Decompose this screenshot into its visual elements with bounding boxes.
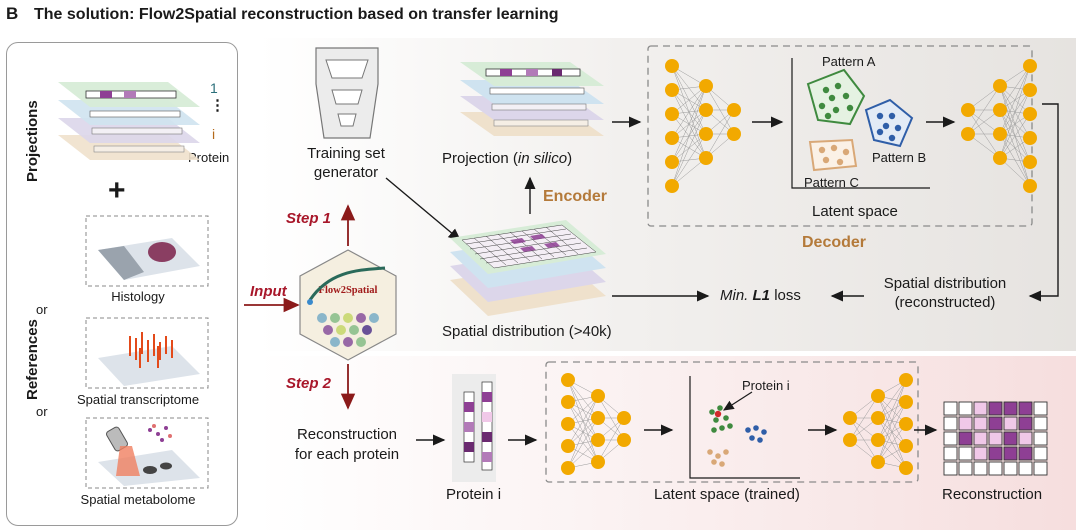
projections-label: Projections: [24, 100, 41, 182]
transcriptome-label: Spatial transcriptome: [76, 392, 200, 407]
reconstruction-label: Reconstruction: [942, 486, 1043, 503]
projection-index-dots: ⋮: [210, 97, 225, 114]
protein-i-annotation: Protein i: [742, 378, 790, 393]
recon-each-label-1: Reconstruction: [296, 426, 398, 443]
spatial-distribution-label: Spatial distribution (>40k): [442, 323, 612, 340]
protein-label: Protein: [188, 150, 230, 165]
histology-label: Histology: [111, 289, 165, 304]
or-label-2: or: [36, 404, 48, 419]
recon-distribution-label-2: (reconstructed): [894, 294, 996, 311]
latent-trained-label: Latent space (trained): [654, 486, 800, 503]
input-label: Input: [250, 283, 287, 300]
step2-background: [258, 356, 1076, 530]
latent-space-label: Latent space: [812, 203, 898, 220]
decoder-label: Decoder: [802, 234, 867, 251]
training-set-label-1: Training set: [307, 145, 385, 162]
protein-i-label: Protein i: [446, 486, 502, 503]
pattern-c-label: Pattern C: [804, 175, 859, 190]
step2-label: Step 2: [286, 375, 332, 392]
step1-label: Step 1: [286, 210, 332, 227]
recon-distribution-label-1: Spatial distribution: [883, 275, 1007, 292]
projection-index-i: i: [212, 126, 216, 142]
projection-index-1: 1: [210, 80, 218, 96]
references-label: References: [24, 319, 41, 400]
pattern-a-label: Pattern A: [822, 54, 876, 69]
panel-letter: B: [6, 4, 19, 23]
pattern-b-label: Pattern B: [872, 150, 927, 165]
recon-each-label-2: for each protein: [294, 446, 400, 463]
encoder-label: Encoder: [543, 188, 608, 205]
plus-sign: +: [108, 174, 126, 207]
figure-title: The solution: Flow2Spatial reconstructio…: [34, 6, 559, 23]
or-label-1: or: [36, 302, 48, 317]
training-set-label-2: generator: [313, 164, 379, 181]
projection-in-silico-label: Projection (in silico): [442, 150, 573, 167]
metabolome-label: Spatial metabolome: [80, 492, 196, 507]
min-l1-loss-label: Min. L1 loss: [720, 287, 801, 304]
